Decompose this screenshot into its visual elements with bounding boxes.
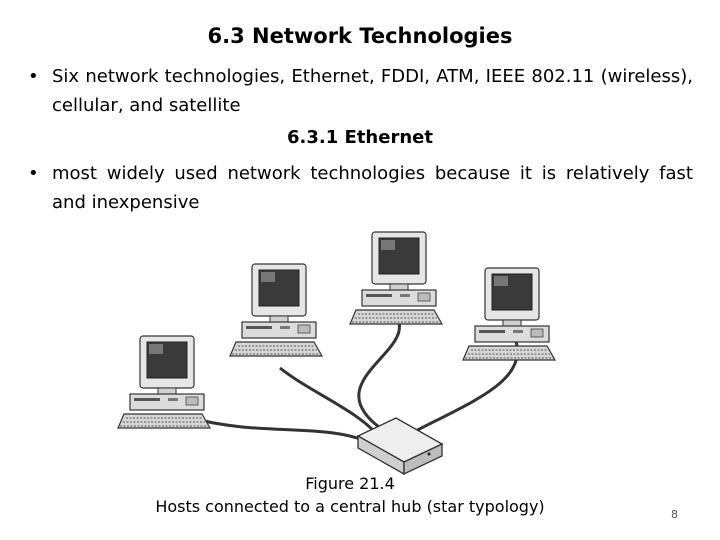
network-cables — [191, 315, 519, 446]
desktop-computer-icon — [462, 267, 556, 361]
slide-title: 6.3 Network Technologies — [207, 24, 513, 48]
desktop-computer-icon — [349, 231, 443, 325]
bullet-item: • most widely used network technologies … — [28, 159, 693, 217]
desktop-computer-icon — [117, 335, 211, 429]
page-number: 8 — [671, 508, 678, 521]
star-topology-figure — [117, 231, 556, 476]
bullet-text: most widely used network technologies be… — [52, 163, 693, 213]
bullet-item: • Six network technologies, Ethernet, FD… — [28, 62, 693, 120]
figure-caption-number: Figure 21.4 — [305, 474, 395, 493]
bullet-marker: • — [28, 66, 39, 87]
bullet-text: Six network technologies, Ethernet, FDDI… — [52, 66, 693, 116]
bullet-marker: • — [28, 163, 39, 184]
hub-icon — [356, 417, 444, 476]
desktop-computer-icon — [229, 263, 323, 357]
figure-caption-text: Hosts connected to a central hub (star t… — [155, 497, 545, 516]
section-subheading: 6.3.1 Ethernet — [287, 127, 433, 148]
